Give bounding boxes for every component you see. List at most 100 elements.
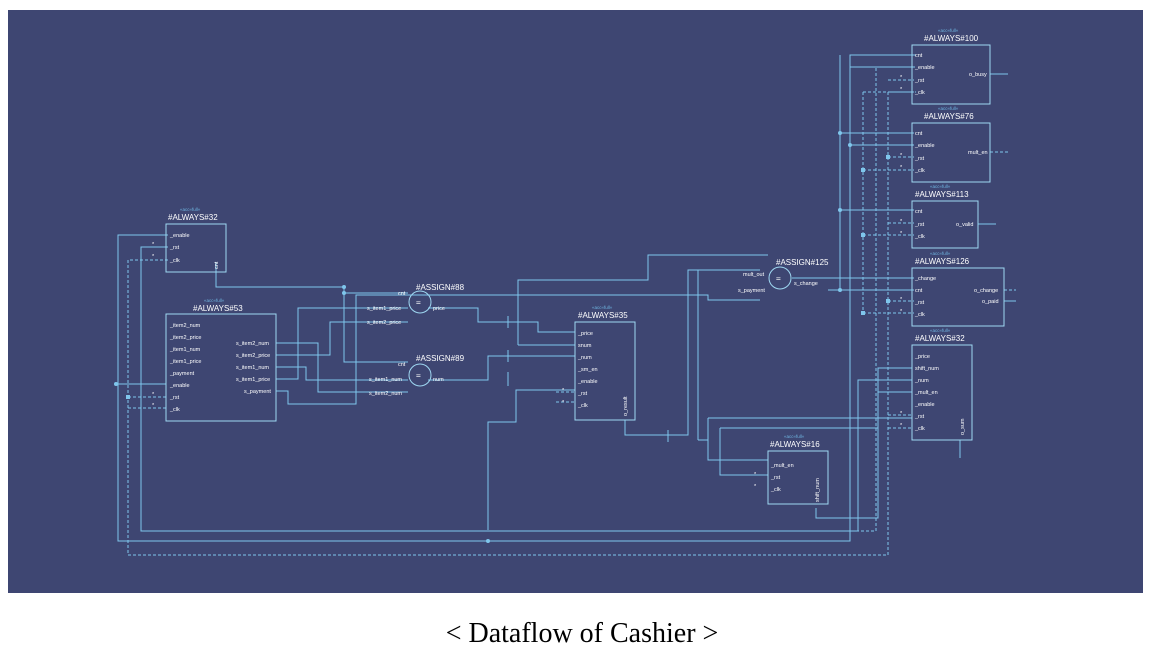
block-title: #ASSIGN#88 bbox=[416, 283, 465, 292]
wire-enable-bus bbox=[850, 66, 914, 146]
wire-enable35 bbox=[487, 389, 575, 530]
port-label: o_change bbox=[974, 288, 998, 294]
port-label: cnt bbox=[915, 131, 923, 137]
port-label: _price bbox=[914, 354, 930, 360]
port-label: _clk bbox=[577, 403, 588, 409]
block-stereotype: «acc«full» bbox=[938, 28, 959, 33]
block-title: #ALWAYS#35 bbox=[578, 311, 628, 320]
port-label: _clk bbox=[770, 487, 781, 493]
assign-operator: = bbox=[416, 298, 421, 307]
inverter-mark: * bbox=[562, 388, 565, 394]
port-label: cnt bbox=[915, 209, 923, 215]
inverter-mark: * bbox=[900, 153, 903, 159]
block-stereotype: «acc«full» bbox=[204, 298, 225, 303]
block-assign-125[interactable]: #ASSIGN#125 = mult_out s_payment s_chang… bbox=[738, 258, 829, 294]
block-always-32-left[interactable]: «acc«full» #ALWAYS#32 _enable _rst _clk … bbox=[152, 207, 227, 273]
port-label: _rst bbox=[577, 391, 588, 397]
block-always-76[interactable]: «acc«full» #ALWAYS#76 cnt _enable _rst _… bbox=[900, 106, 991, 183]
port-label: _mult_en bbox=[770, 463, 794, 469]
port-label: _rst bbox=[169, 395, 180, 401]
port-label: _rst bbox=[914, 156, 925, 162]
block-assign-89[interactable]: #ASSIGN#89 = cnt s_item1_num s_item2_num… bbox=[369, 354, 465, 397]
junctions bbox=[114, 131, 890, 543]
port-label: _clk bbox=[914, 312, 925, 318]
block-box bbox=[165, 223, 227, 273]
block-always-100[interactable]: «acc«full» #ALWAYS#100 cnt _enable _rst … bbox=[900, 28, 991, 105]
inverter-mark: * bbox=[900, 297, 903, 303]
block-always-35[interactable]: «acc«full» #ALWAYS#35 _price snum _num _… bbox=[562, 305, 636, 421]
block-always-126[interactable]: «acc«full» #ALWAYS#126 _change cnt _rst … bbox=[900, 251, 1005, 327]
port-label: _price bbox=[577, 331, 593, 337]
port-label: shift_num bbox=[915, 366, 939, 372]
port-label: s_change bbox=[794, 281, 818, 287]
port-label: _mult_en bbox=[914, 390, 938, 396]
block-assign-88[interactable]: #ASSIGN#88 = cnt s_item1_price s_item2_p… bbox=[367, 283, 465, 326]
inverter-mark: * bbox=[562, 400, 565, 406]
wire-clk-bus bbox=[862, 91, 914, 314]
block-title: #ALWAYS#100 bbox=[924, 34, 979, 43]
inverter-mark: * bbox=[152, 254, 155, 260]
junction-square bbox=[886, 155, 890, 159]
wire-mult-out-in bbox=[697, 270, 708, 441]
assign-node bbox=[408, 363, 432, 387]
wire-sum-loop bbox=[707, 417, 912, 461]
block-stereotype: «acc«full» bbox=[592, 305, 613, 310]
wire-bottom-bus-dashed bbox=[127, 91, 916, 556]
wire-rst-tap bbox=[128, 396, 166, 409]
wire-price bbox=[428, 307, 575, 333]
block-box bbox=[911, 344, 973, 441]
port-label: _change bbox=[914, 276, 936, 282]
block-box bbox=[574, 321, 636, 421]
block-always-32-right[interactable]: «acc«full» #ALWAYS#32 _price shift_num _… bbox=[900, 328, 973, 441]
port-label: _clk bbox=[914, 234, 925, 240]
port-label: s_item1_price bbox=[236, 377, 270, 383]
inverter-mark: * bbox=[900, 423, 903, 429]
port-label: cnt bbox=[214, 261, 220, 269]
block-title: #ALWAYS#16 bbox=[770, 440, 820, 449]
block-title: #ASSIGN#89 bbox=[416, 354, 465, 363]
junction-dot bbox=[848, 143, 852, 147]
wire-o-result bbox=[624, 269, 760, 436]
inverter-mark: * bbox=[900, 75, 903, 81]
dataflow-schematic: «acc«full» #ALWAYS#32 _enable _rst _clk … bbox=[8, 10, 1143, 593]
inverter-mark: * bbox=[152, 242, 155, 248]
wire-s-item2-num bbox=[276, 342, 408, 393]
block-stereotype: «acc«full» bbox=[180, 207, 201, 212]
inverter-mark: * bbox=[900, 309, 903, 315]
port-label: _clk bbox=[169, 258, 180, 264]
inverter-mark: * bbox=[754, 472, 757, 478]
block-box bbox=[767, 450, 829, 505]
block-stereotype: «acc«full» bbox=[930, 328, 951, 333]
port-label: _enable bbox=[577, 379, 598, 385]
wire-multen bbox=[719, 391, 912, 476]
port-label: _rst bbox=[914, 222, 925, 228]
inverter-mark: * bbox=[900, 411, 903, 417]
port-label: _rst bbox=[914, 78, 925, 84]
port-label: _item1_price bbox=[169, 359, 202, 365]
port-label: _enable bbox=[169, 233, 190, 239]
junction-dot bbox=[342, 291, 346, 295]
block-always-113[interactable]: «acc«full» #ALWAYS#113 cnt _rst _clk o_v… bbox=[900, 184, 979, 249]
junction-dot bbox=[486, 539, 490, 543]
block-stereotype: «acc«full» bbox=[938, 106, 959, 111]
wire-s-item1-price bbox=[276, 307, 408, 380]
port-label: _num bbox=[914, 378, 929, 384]
assign-node bbox=[408, 290, 432, 314]
junction-square bbox=[126, 395, 130, 399]
block-always-53[interactable]: «acc«full» #ALWAYS#53 _item2_num _item2_… bbox=[152, 298, 277, 422]
block-always-16[interactable]: «acc«full» #ALWAYS#16 _mult_en _rst _clk… bbox=[754, 434, 829, 505]
block-box bbox=[911, 267, 1005, 327]
block-box bbox=[911, 44, 991, 105]
port-label: s_payment bbox=[738, 288, 765, 294]
port-label: s_item2_num bbox=[236, 341, 269, 347]
block-title: #ALWAYS#32 bbox=[915, 334, 965, 343]
wire-rst-bus bbox=[888, 79, 914, 302]
junction-square bbox=[886, 299, 890, 303]
port-label: o_valid bbox=[956, 222, 973, 228]
port-label: _item2_num bbox=[169, 323, 201, 329]
port-label: o_paid bbox=[982, 299, 999, 305]
port-label: s_item1_price bbox=[367, 306, 401, 312]
port-label: snum bbox=[578, 343, 592, 349]
junction-square bbox=[861, 311, 865, 315]
block-box bbox=[165, 313, 277, 422]
